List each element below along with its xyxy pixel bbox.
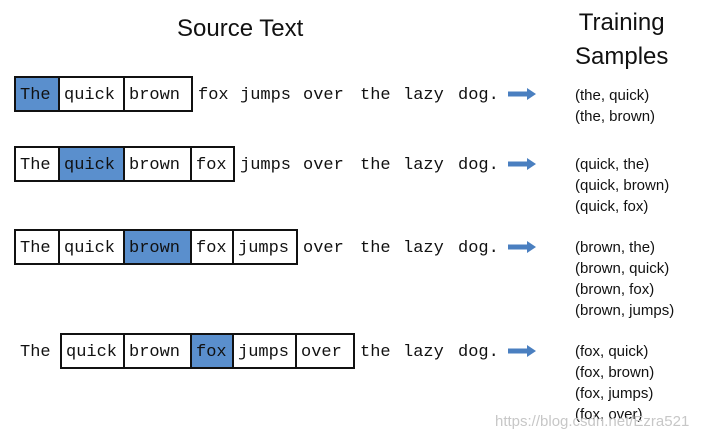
source-text-title: Source Text	[177, 15, 304, 42]
word: jumps	[240, 156, 292, 175]
context-word: brown	[123, 76, 193, 112]
context-word: brown	[123, 333, 193, 369]
training-samples-list: (fox, quick) (fox, brown) (fox, jumps) (fox…	[575, 341, 654, 425]
context-word: The	[14, 229, 61, 265]
context-word: over	[295, 333, 355, 369]
word: dog.	[458, 86, 499, 105]
training-sample: (brown, the)	[575, 239, 656, 256]
word: the	[360, 239, 391, 258]
training-title-line1: Training	[578, 9, 665, 36]
word: over	[303, 156, 344, 175]
word: dog.	[458, 343, 499, 362]
context-word: brown	[123, 146, 193, 182]
context-word: fox	[190, 146, 235, 182]
word: the	[360, 86, 391, 105]
word: lazy	[403, 86, 444, 105]
watermark: https://blog.csdn.net/Ezra521	[495, 413, 690, 430]
training-sample: (quick, fox)	[575, 198, 649, 215]
training-sample: (quick, brown)	[575, 177, 670, 194]
word: dog.	[458, 239, 499, 258]
training-samples-list: (quick, the) (quick, brown) (quick, fox)	[575, 154, 669, 217]
context-word: quick	[58, 229, 126, 265]
word: The	[20, 343, 51, 362]
right-arrow-icon	[508, 88, 536, 100]
context-word: The	[14, 146, 61, 182]
word: the	[360, 156, 391, 175]
training-sample: (brown, fox)	[575, 281, 655, 298]
word: fox	[198, 86, 229, 105]
right-arrow-icon	[508, 158, 536, 170]
training-sample: (fox, brown)	[575, 364, 655, 381]
word: the	[360, 343, 391, 362]
right-arrow-icon	[508, 345, 536, 357]
word: over	[303, 239, 344, 258]
training-sample: (fox, over)	[575, 406, 643, 423]
center-word: fox	[190, 333, 235, 369]
word: dog.	[458, 156, 499, 175]
context-word: jumps	[232, 229, 298, 265]
word: lazy	[403, 239, 444, 258]
context-word: quick	[60, 333, 126, 369]
training-sample: (brown, quick)	[575, 260, 670, 277]
training-samples-list: (brown, the) (brown, quick) (brown, fox) (b…	[575, 237, 674, 321]
word: lazy	[403, 156, 444, 175]
training-samples-title: Training Samples	[575, 6, 668, 74]
training-sample: (the, quick)	[575, 87, 650, 104]
word: over	[303, 86, 344, 105]
training-sample: (fox, jumps)	[575, 385, 654, 402]
word: lazy	[403, 343, 444, 362]
context-word: quick	[58, 76, 126, 112]
training-sample: (the, brown)	[575, 108, 656, 125]
center-word: The	[14, 76, 61, 112]
training-title-line2: Samples	[575, 43, 669, 70]
training-sample: (fox, quick)	[575, 343, 649, 360]
center-word: brown	[123, 229, 193, 265]
context-word: fox	[190, 229, 235, 265]
right-arrow-icon	[508, 241, 536, 253]
training-sample: (quick, the)	[575, 156, 650, 173]
training-sample: (brown, jumps)	[575, 302, 675, 319]
center-word: quick	[58, 146, 126, 182]
context-word: jumps	[232, 333, 298, 369]
word: jumps	[240, 86, 292, 105]
training-samples-list: (the, quick) (the, brown)	[575, 85, 655, 127]
